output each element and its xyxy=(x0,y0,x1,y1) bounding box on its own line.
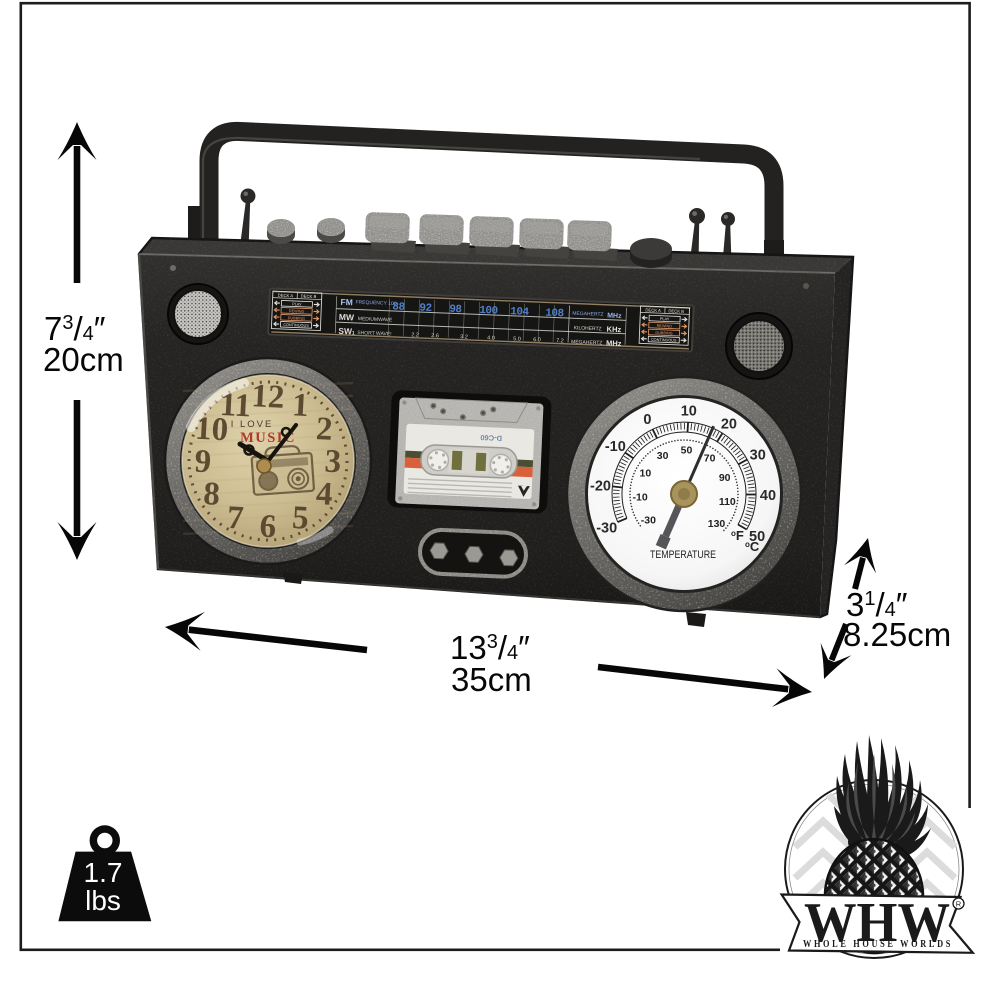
svg-text:TEMPERATURE: TEMPERATURE xyxy=(650,549,716,561)
svg-text:CONTINUOUS: CONTINUOUS xyxy=(283,323,309,328)
svg-text:D-C60: D-C60 xyxy=(480,433,502,443)
svg-text:DUBBING: DUBBING xyxy=(655,331,672,336)
svg-text:0: 0 xyxy=(643,412,651,428)
svg-text:I LOVE: I LOVE xyxy=(231,419,274,430)
svg-text:FM: FM xyxy=(340,297,353,307)
svg-text:35cm: 35cm xyxy=(451,661,532,698)
svg-text:2.2: 2.2 xyxy=(411,332,419,338)
svg-text:70: 70 xyxy=(704,453,716,465)
svg-text:-30: -30 xyxy=(596,520,617,536)
svg-text:DECK A: DECK A xyxy=(645,307,661,313)
svg-text:2: 2 xyxy=(315,411,333,448)
svg-text:2.6: 2.6 xyxy=(431,333,439,339)
svg-text:CONTINUOUS: CONTINUOUS xyxy=(651,338,677,343)
svg-text:98: 98 xyxy=(449,304,463,317)
svg-text:10: 10 xyxy=(681,404,697,420)
svg-text:-20: -20 xyxy=(590,479,611,495)
svg-text:30: 30 xyxy=(750,447,766,463)
svg-text:104: 104 xyxy=(510,306,530,319)
svg-text:DECK B: DECK B xyxy=(668,308,684,314)
svg-text:20cm: 20cm xyxy=(43,341,124,378)
svg-text:40: 40 xyxy=(760,488,776,504)
svg-text:110: 110 xyxy=(719,496,736,508)
svg-text:WHOLE HOUSE WORLDS: WHOLE HOUSE WORLDS xyxy=(803,939,953,950)
svg-text:9: 9 xyxy=(194,444,212,481)
svg-text:7: 7 xyxy=(226,500,244,537)
svg-text:30: 30 xyxy=(657,450,669,462)
svg-text:REWIND: REWIND xyxy=(657,324,673,329)
svg-text:-10: -10 xyxy=(605,439,626,455)
svg-text:5: 5 xyxy=(291,500,309,537)
svg-text:6.0: 6.0 xyxy=(533,337,541,343)
svg-text:SW1: SW1 xyxy=(338,326,355,337)
svg-text:3: 3 xyxy=(324,444,342,481)
svg-text:4.0: 4.0 xyxy=(487,335,495,341)
svg-text:73/4″: 73/4″ xyxy=(44,310,106,347)
svg-text:-10: -10 xyxy=(633,491,648,503)
svg-text:12: 12 xyxy=(251,378,286,416)
svg-text:50: 50 xyxy=(681,445,693,457)
svg-text:1.7: 1.7 xyxy=(84,857,123,888)
svg-text:92: 92 xyxy=(419,303,432,315)
svg-text:SHORT WAVE!: SHORT WAVE! xyxy=(357,330,391,337)
svg-text:MHz: MHz xyxy=(606,339,622,349)
svg-text:108: 108 xyxy=(545,308,565,321)
svg-text:50: 50 xyxy=(749,529,765,545)
svg-text:oF: oF xyxy=(731,528,744,543)
svg-text:KILOHERTZ: KILOHERTZ xyxy=(574,325,602,332)
svg-text:DECK B: DECK B xyxy=(301,294,317,300)
svg-text:8: 8 xyxy=(202,476,220,513)
svg-text:KHz: KHz xyxy=(606,325,621,335)
svg-text:100: 100 xyxy=(479,305,498,318)
svg-text:88: 88 xyxy=(392,301,406,314)
svg-text:PLAY: PLAY xyxy=(660,317,670,321)
svg-text:WHW: WHW xyxy=(804,892,950,954)
svg-text:1: 1 xyxy=(291,387,309,424)
svg-text:FREQUENCY 100: FREQUENCY 100 xyxy=(355,299,396,307)
svg-text:lbs: lbs xyxy=(85,885,121,916)
svg-text:20: 20 xyxy=(721,417,737,433)
svg-text:MEDIUMWAVE: MEDIUMWAVE xyxy=(358,316,393,323)
svg-text:6: 6 xyxy=(259,509,277,546)
svg-text:REWIND: REWIND xyxy=(289,309,305,314)
svg-text:oC: oC xyxy=(745,539,760,554)
svg-text:3.2: 3.2 xyxy=(460,334,468,340)
svg-text:31/4″: 31/4″ xyxy=(846,586,908,623)
svg-text:90: 90 xyxy=(719,472,731,484)
svg-text:DECK A: DECK A xyxy=(278,293,294,299)
svg-text:MEGAHERTZ: MEGAHERTZ xyxy=(572,311,604,318)
svg-text:5.0: 5.0 xyxy=(513,336,521,342)
svg-text:130: 130 xyxy=(708,518,726,530)
svg-text:MHz: MHz xyxy=(607,313,622,321)
svg-text:10: 10 xyxy=(640,467,652,479)
svg-text:MW: MW xyxy=(339,312,355,323)
svg-text:7.2: 7.2 xyxy=(556,338,564,344)
svg-text:PLAY: PLAY xyxy=(292,302,302,306)
svg-text:8.25cm: 8.25cm xyxy=(843,616,951,653)
svg-text:4: 4 xyxy=(315,476,333,513)
svg-text:MEGAHERTZ: MEGAHERTZ xyxy=(571,339,603,346)
svg-text:R: R xyxy=(956,899,962,908)
svg-text:-30: -30 xyxy=(641,514,656,526)
svg-text:DUBBING: DUBBING xyxy=(288,316,305,321)
